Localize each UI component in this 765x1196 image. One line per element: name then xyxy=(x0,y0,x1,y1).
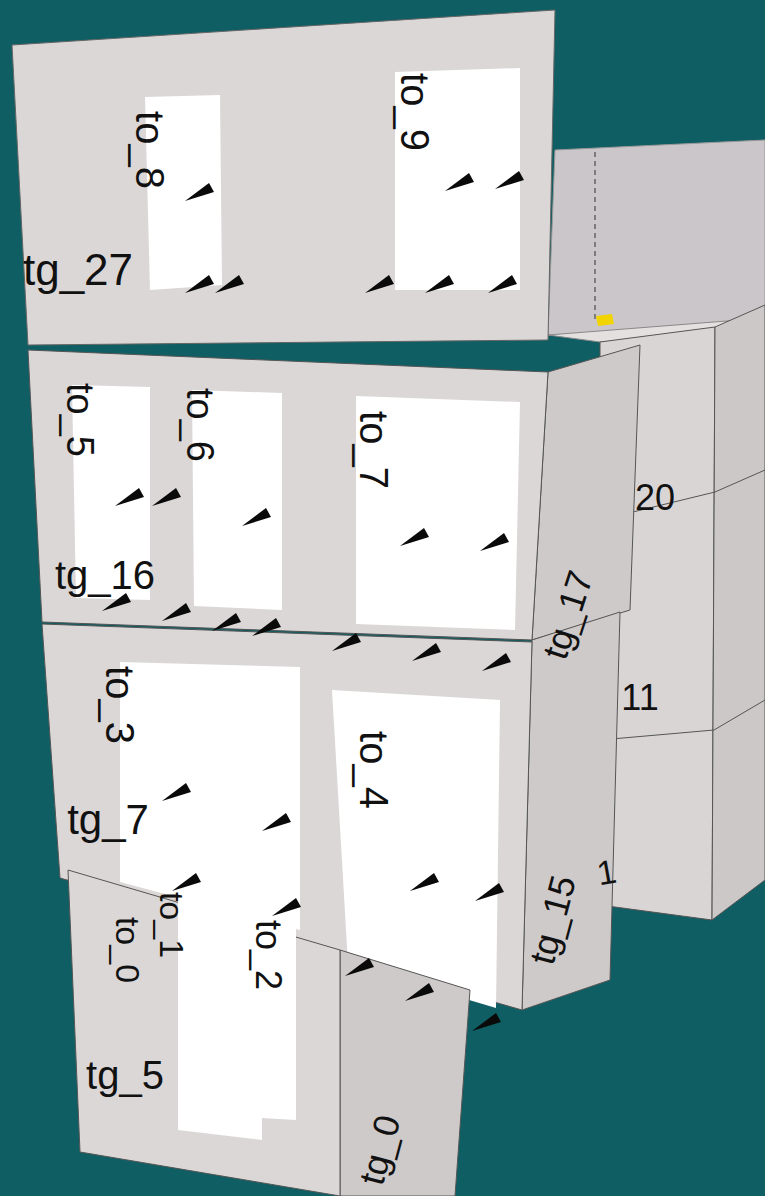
box-face xyxy=(68,870,340,1196)
direction-cone xyxy=(405,983,434,1001)
direction-cone xyxy=(365,275,394,293)
box-side xyxy=(522,612,620,1010)
part-label: tg_27 xyxy=(23,248,133,292)
direction-cone xyxy=(482,653,511,671)
floor-line xyxy=(714,700,765,730)
part-label: tg_17 xyxy=(537,567,599,664)
direction-cone xyxy=(425,275,454,293)
part-label: tg_5 xyxy=(86,1055,164,1095)
direction-cone xyxy=(185,183,214,201)
panel-face xyxy=(12,10,555,345)
part-label: to_4 xyxy=(354,731,394,809)
box-side xyxy=(340,950,470,1196)
direction-cone xyxy=(215,275,244,293)
part-label: tg_0 xyxy=(354,1111,407,1188)
part-label: to_0 xyxy=(111,917,145,983)
direction-cone xyxy=(162,783,191,801)
part-label: to_8 xyxy=(130,111,170,189)
direction-cone xyxy=(400,528,429,546)
part-label: tg_15 xyxy=(524,872,582,968)
direction-cone xyxy=(185,275,214,293)
window xyxy=(178,885,296,1140)
part-label: 20 xyxy=(635,480,675,516)
direction-cone xyxy=(410,873,439,891)
window xyxy=(120,662,300,930)
direction-cone xyxy=(332,633,361,651)
direction-cone xyxy=(242,508,271,526)
part-label: 1 xyxy=(594,854,619,891)
window xyxy=(395,68,520,290)
block-side xyxy=(712,305,765,920)
part-label: to_6 xyxy=(181,388,219,462)
direction-cone xyxy=(162,603,191,621)
direction-cone xyxy=(480,533,509,551)
part-label: to_9 xyxy=(395,73,435,151)
yellow-marker xyxy=(596,314,614,326)
direction-cone xyxy=(475,883,504,901)
direction-cone xyxy=(345,958,374,976)
floor-line xyxy=(715,470,765,492)
part-label: to_5 xyxy=(61,383,99,457)
direction-cone xyxy=(472,1013,501,1031)
part-label: to_2 xyxy=(250,920,286,990)
dashed-edge xyxy=(595,152,596,320)
part-label: to_1 xyxy=(155,892,189,958)
part-label: 11 xyxy=(621,680,658,716)
back-wall xyxy=(548,140,765,335)
direction-cone xyxy=(172,873,201,891)
direction-cone xyxy=(212,613,241,631)
direction-cone xyxy=(102,593,131,611)
direction-cone xyxy=(262,813,291,831)
part-label: to_7 xyxy=(354,411,394,489)
direction-cone xyxy=(445,173,474,191)
direction-cone xyxy=(115,488,144,506)
direction-cone xyxy=(152,488,181,506)
box-face xyxy=(28,350,548,640)
direction-cone xyxy=(495,171,524,189)
part-label: tg_16 xyxy=(55,555,155,595)
direction-cone xyxy=(412,643,441,661)
part-label: to_3 xyxy=(100,666,140,744)
direction-cone xyxy=(252,618,281,636)
direction-cone xyxy=(488,275,517,293)
part-label: tg_7 xyxy=(67,799,149,841)
direction-cone xyxy=(272,898,301,916)
